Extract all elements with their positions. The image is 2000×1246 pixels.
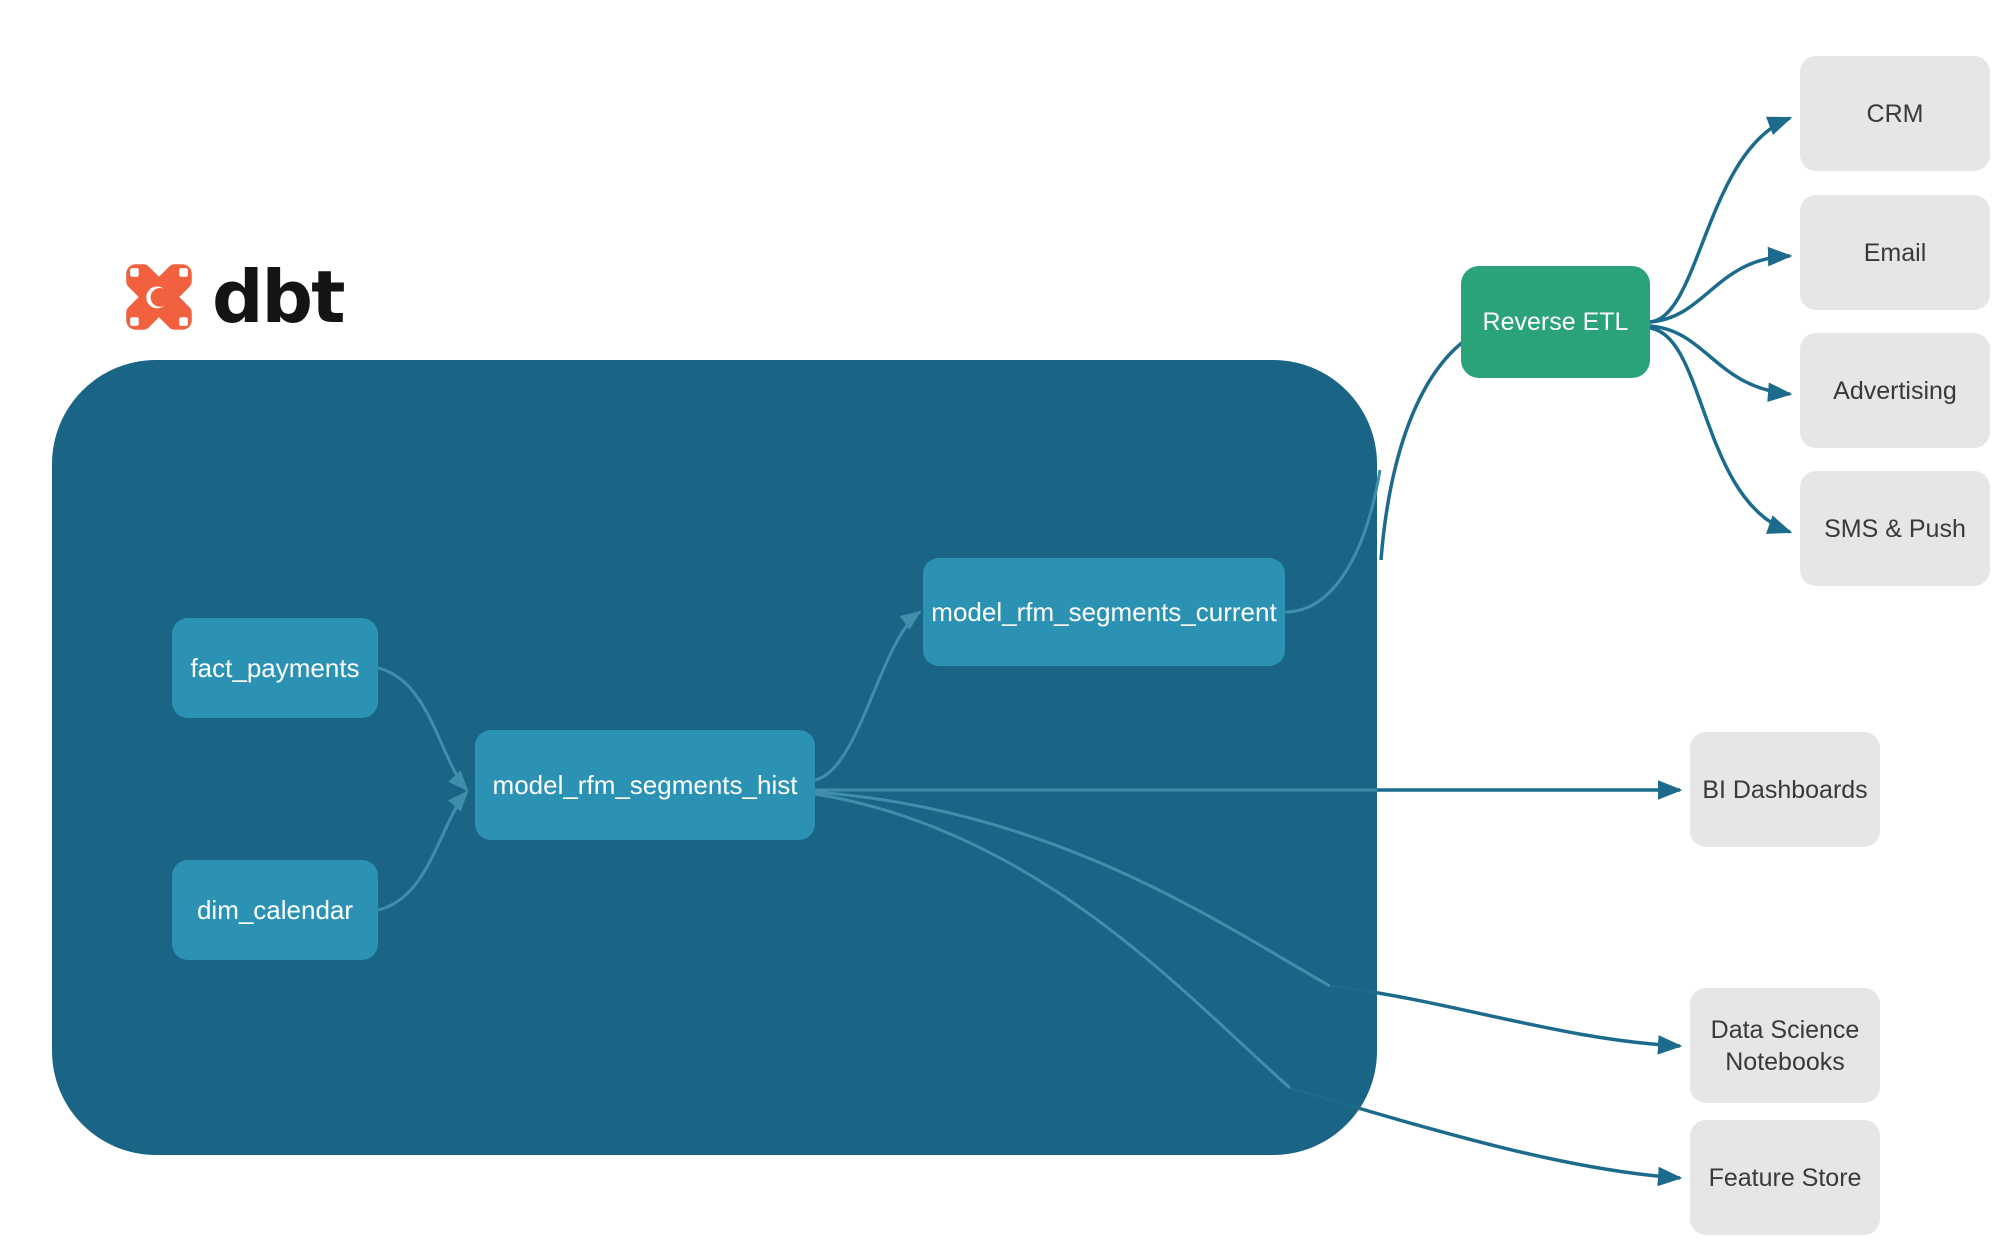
node-model-rfm-segments-current-label: model_rfm_segments_current <box>931 596 1277 627</box>
node-crm[interactable]: CRM <box>1800 56 1990 171</box>
node-email-label: Email <box>1863 238 1927 267</box>
node-fact-payments-label: fact_payments <box>190 652 360 683</box>
node-feature-store-label: Feature Store <box>1708 1163 1862 1192</box>
node-model-rfm-segments-current[interactable]: model_rfm_segments_current <box>923 558 1285 666</box>
node-advertising[interactable]: Advertising <box>1800 333 1990 448</box>
edge-reverse-etl-to-sms-push <box>1649 326 1793 534</box>
node-sms-push-label: SMS & Push <box>1824 514 1966 543</box>
edge-reverse-etl-to-crm <box>1649 116 1793 324</box>
node-reverse-etl[interactable]: Reverse ETL <box>1461 266 1650 378</box>
node-model-rfm-segments-hist[interactable]: model_rfm_segments_hist <box>475 730 815 840</box>
edge-reverse-etl-to-advertising <box>1649 324 1793 402</box>
node-data-science-notebooks-label-line2: Notebooks <box>1725 1047 1845 1076</box>
node-email[interactable]: Email <box>1800 195 1990 310</box>
dbt-wordmark: dbt <box>212 255 345 339</box>
node-model-rfm-segments-hist-label: model_rfm_segments_hist <box>492 769 798 800</box>
node-crm-label: CRM <box>1866 99 1924 128</box>
node-data-science-notebooks[interactable]: Data Science Notebooks <box>1690 988 1880 1103</box>
node-bi-dashboards[interactable]: BI Dashboards <box>1690 732 1880 847</box>
edge-reverse-etl-to-email <box>1649 246 1793 324</box>
node-fact-payments[interactable]: fact_payments <box>172 618 378 718</box>
node-sms-push[interactable]: SMS & Push <box>1800 471 1990 586</box>
node-data-science-notebooks-label-line1: Data Science <box>1710 1015 1860 1044</box>
node-dim-calendar-label: dim_calendar <box>196 894 354 925</box>
dbt-mark-icon <box>126 264 192 330</box>
node-bi-dashboards-label: BI Dashboards <box>1702 775 1868 804</box>
node-reverse-etl-label: Reverse ETL <box>1482 307 1629 336</box>
node-feature-store[interactable]: Feature Store <box>1690 1120 1880 1235</box>
node-dim-calendar[interactable]: dim_calendar <box>172 860 378 960</box>
node-advertising-label: Advertising <box>1833 376 1957 405</box>
dbt-logo: dbt <box>120 255 345 339</box>
edge-to-data-science-notebooks <box>1329 984 1683 1055</box>
